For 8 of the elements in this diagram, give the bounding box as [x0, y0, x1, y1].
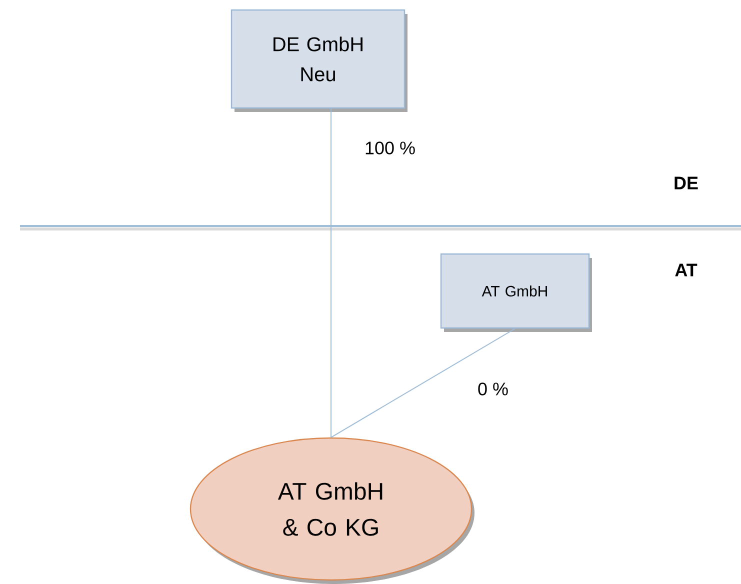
entity-box: DE GmbH Neu	[230, 9, 408, 112]
edge-label: 0 %	[476, 382, 510, 396]
connector-line	[330, 108, 332, 438]
region-label: AT	[675, 264, 698, 276]
edge-label: 100 %	[364, 140, 417, 156]
region-label: DE	[674, 176, 698, 190]
connector-line	[330, 328, 516, 438]
entity-box: AT GmbH	[440, 253, 592, 332]
